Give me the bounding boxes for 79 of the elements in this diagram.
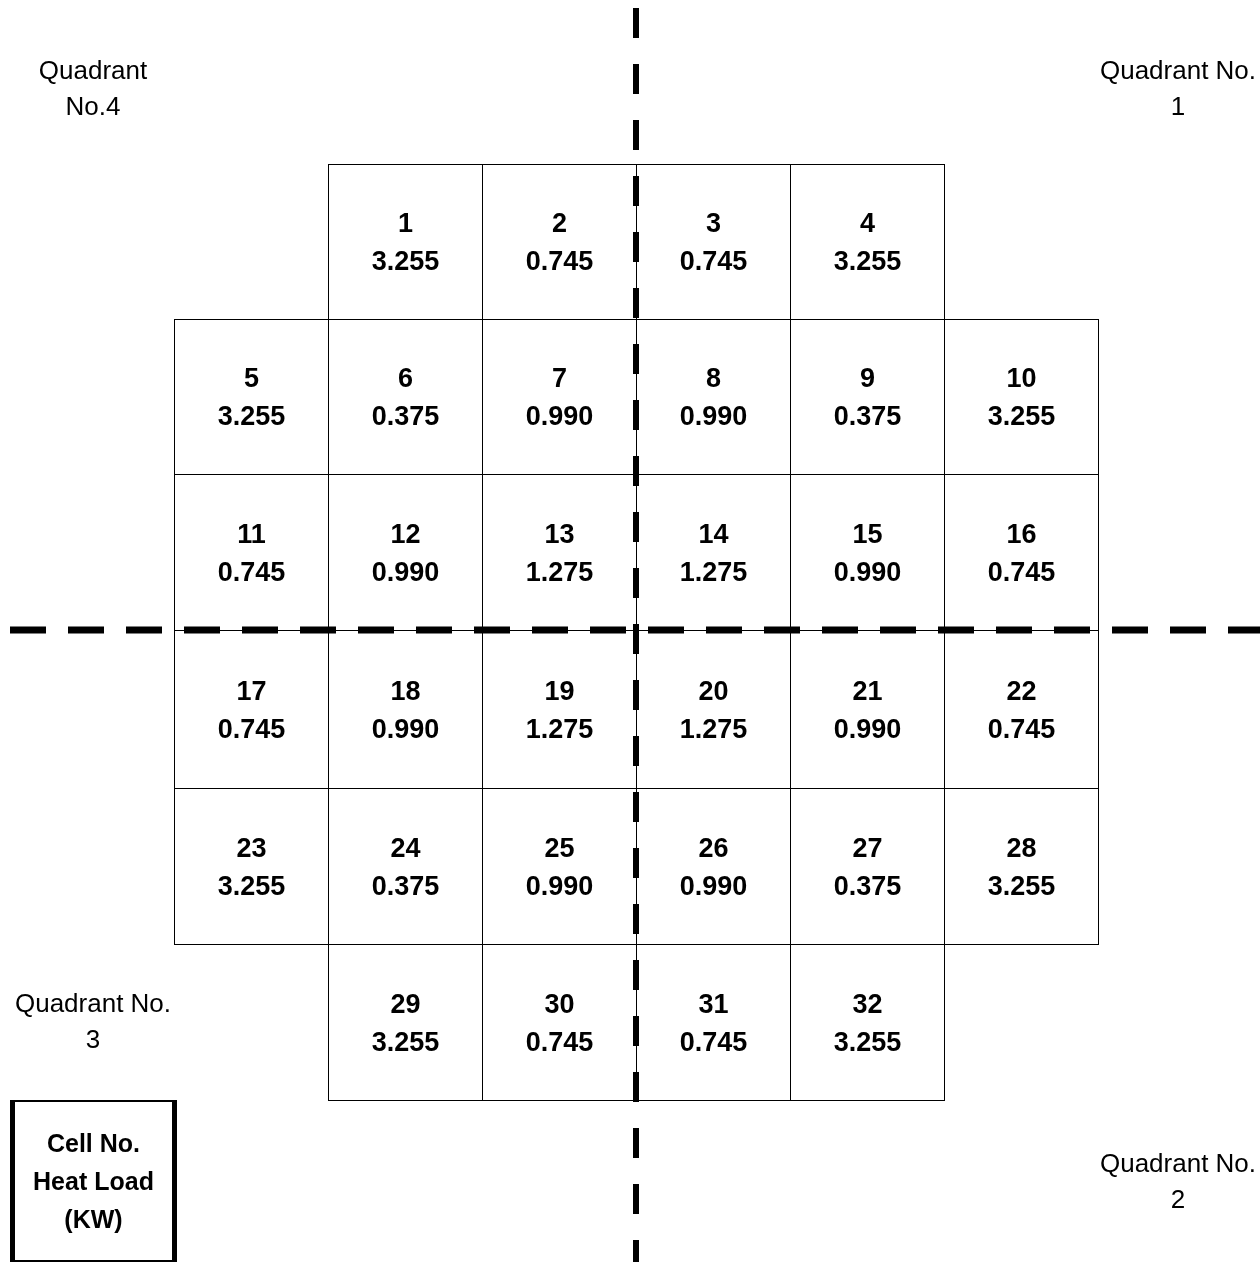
- cell-number: 5: [244, 362, 259, 395]
- cell-number: 11: [237, 517, 266, 551]
- cell-number: 14: [698, 517, 729, 551]
- heat-load-value: 0.745: [679, 245, 748, 278]
- heat-load-value: 3.255: [371, 1025, 440, 1059]
- cell-number: 15: [852, 517, 883, 551]
- grid-cell: [944, 788, 1099, 945]
- quadrant-label: Quadrant No.4: [37, 54, 149, 123]
- heat-load-value: 3.255: [833, 245, 902, 278]
- heat-load-value: 3.255: [833, 1025, 902, 1059]
- grid-cell: [328, 944, 483, 1101]
- heat-load-value: 1.275: [525, 712, 594, 746]
- heat-load-value: 0.745: [525, 245, 594, 278]
- cell-number: 26: [698, 831, 729, 865]
- grid-cell: [328, 164, 483, 320]
- cell-number: 23: [236, 831, 267, 865]
- grid-cell: [174, 319, 329, 475]
- heat-load-value: 0.375: [833, 869, 902, 903]
- cell-number: 3: [706, 207, 721, 240]
- cell-number: 24: [390, 831, 421, 865]
- heat-load-value: 0.990: [679, 400, 748, 433]
- cell-number: 6: [398, 362, 413, 395]
- heat-load-value: 0.375: [833, 400, 902, 433]
- heat-load-value: 1.275: [679, 555, 748, 589]
- cell-number: 30: [544, 987, 575, 1021]
- cell-number: 4: [860, 207, 875, 240]
- cell-number: 10: [1006, 362, 1037, 395]
- heat-load-value: 0.375: [371, 869, 440, 903]
- cell-number: 17: [236, 674, 267, 708]
- cell-number: 32: [852, 987, 883, 1021]
- quadrant-label: Quadrant No. 3: [13, 987, 173, 1056]
- cell-number: 8: [706, 362, 721, 395]
- heat-load-value: 0.990: [525, 869, 594, 903]
- cell-number: 25: [544, 831, 575, 865]
- grid-cell: [944, 319, 1099, 475]
- heat-load-value: 0.375: [371, 400, 440, 433]
- cell-number: 1: [398, 207, 413, 240]
- heat-load-value: 0.745: [987, 712, 1056, 746]
- heat-load-value: 0.745: [217, 555, 286, 589]
- heat-load-value: 3.255: [987, 869, 1056, 903]
- heat-load-value: 0.745: [217, 712, 286, 746]
- heat-load-value: 0.990: [679, 869, 748, 903]
- cell-number: 16: [1006, 517, 1037, 551]
- cell-number: 27: [852, 831, 883, 865]
- quadrant-label: Quadrant No. 1: [1098, 54, 1258, 123]
- cell-number: 20: [698, 674, 729, 708]
- key-box: [10, 1100, 177, 1262]
- heat-load-value: 1.275: [525, 555, 594, 589]
- heat-load-value: 1.275: [679, 712, 748, 746]
- cell-number: 22: [1006, 674, 1037, 708]
- cell-number: 21: [852, 674, 883, 708]
- heat-load-value: 0.990: [371, 555, 440, 589]
- quadrant-label: Quadrant No. 2: [1098, 1147, 1258, 1216]
- heat-load-value: 0.745: [987, 555, 1056, 589]
- cell-number: 28: [1006, 831, 1037, 865]
- heat-load-value: 3.255: [987, 400, 1056, 433]
- cell-number: 18: [390, 674, 421, 708]
- heat-load-value: 0.990: [833, 555, 902, 589]
- grid-cell: [790, 164, 945, 320]
- heat-load-value: 3.255: [371, 245, 440, 278]
- cell-number: 29: [390, 987, 421, 1021]
- heat-load-value: 0.990: [833, 712, 902, 746]
- heat-load-value: 0.990: [371, 712, 440, 746]
- cell-number: 7: [552, 362, 567, 395]
- grid-cell: [174, 788, 329, 945]
- heat-load-value: 3.255: [217, 869, 286, 903]
- cell-number: 12: [390, 517, 421, 551]
- grid-cell: [790, 944, 945, 1101]
- cell-number: 19: [544, 674, 575, 708]
- cell-number: 2: [552, 207, 567, 240]
- heat-load-value: 0.990: [525, 400, 594, 433]
- cell-number: 9: [860, 362, 875, 395]
- heat-load-value: 0.745: [679, 1025, 748, 1059]
- key-text: Cell No.: [46, 1128, 141, 1159]
- cell-number: 13: [544, 517, 575, 551]
- heat-load-value: 0.745: [525, 1025, 594, 1059]
- key-text: Heat Load (KW): [32, 1166, 155, 1235]
- heat-load-value: 3.255: [217, 400, 286, 433]
- cell-number: 31: [698, 987, 729, 1021]
